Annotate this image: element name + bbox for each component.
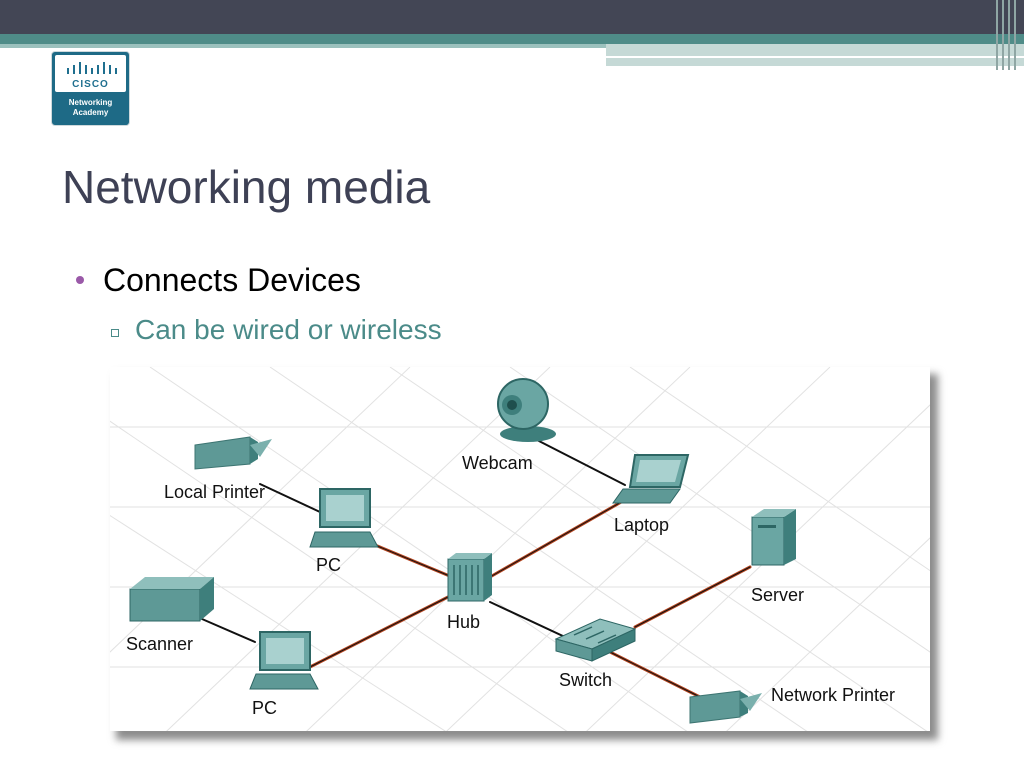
laptop-icon	[612, 454, 690, 504]
logo-subtitle: Networking Academy	[52, 98, 129, 118]
link-webcam-laptop	[536, 439, 626, 486]
local-printer-icon	[194, 436, 272, 470]
link-switch-network-printer	[608, 650, 702, 699]
accent-band-pale-lower	[606, 58, 1024, 66]
network-diagram: Webcam Local Printer PC Laptop	[110, 367, 930, 731]
switch-icon	[554, 618, 637, 662]
bullet-level2: Can be wired or wireless	[135, 314, 442, 345]
link-hub-switch	[489, 601, 566, 638]
network-printer-label: Network Printer	[771, 685, 895, 705]
local-printer-label: Local Printer	[164, 482, 265, 502]
edge-stripe	[996, 0, 998, 70]
link-hub-laptop	[488, 495, 632, 579]
accent-divider	[606, 56, 948, 58]
logo-subtitle-line2: Academy	[72, 108, 109, 117]
edge-stripe	[1008, 0, 1010, 70]
link-printer-pc	[259, 483, 321, 513]
link-pc-top-hub	[373, 543, 454, 579]
link-switch-server	[633, 565, 752, 629]
edge-stripe	[1002, 0, 1004, 70]
bullet-square	[111, 329, 119, 337]
switch-label: Switch	[559, 670, 612, 690]
top-banner	[0, 0, 1024, 34]
pc-top-label: PC	[316, 555, 341, 575]
edge-stripe	[1014, 0, 1016, 70]
bullet-level1: Connects Devices	[103, 262, 361, 298]
pc-top-icon	[309, 488, 379, 548]
link-hub-pc-bottom	[308, 595, 450, 669]
cisco-bars-icon	[67, 62, 117, 74]
accent-band	[0, 34, 1024, 44]
network-printer-icon	[689, 690, 762, 724]
webcam-icon	[497, 378, 556, 442]
bullet-dot	[76, 276, 84, 284]
slide-title: Networking media	[62, 161, 431, 213]
link-scanner-pc	[201, 618, 256, 643]
logo-subtitle-line1: Networking	[68, 98, 113, 107]
accent-band-pale	[606, 44, 1024, 56]
scanner-label: Scanner	[126, 634, 193, 654]
server-icon	[751, 509, 796, 566]
pc-bottom-icon	[249, 631, 319, 690]
pc-bottom-label: PC	[252, 698, 277, 718]
accent-band-light	[0, 44, 606, 48]
webcam-label: Webcam	[462, 453, 533, 473]
cisco-networking-academy-logo: CISCO Networking Academy	[51, 51, 130, 126]
hub-icon	[447, 553, 492, 602]
hub-label: Hub	[447, 612, 480, 632]
server-label: Server	[751, 585, 804, 605]
logo-brand: CISCO	[72, 79, 109, 90]
scanner-icon	[129, 577, 214, 622]
laptop-label: Laptop	[614, 515, 669, 535]
